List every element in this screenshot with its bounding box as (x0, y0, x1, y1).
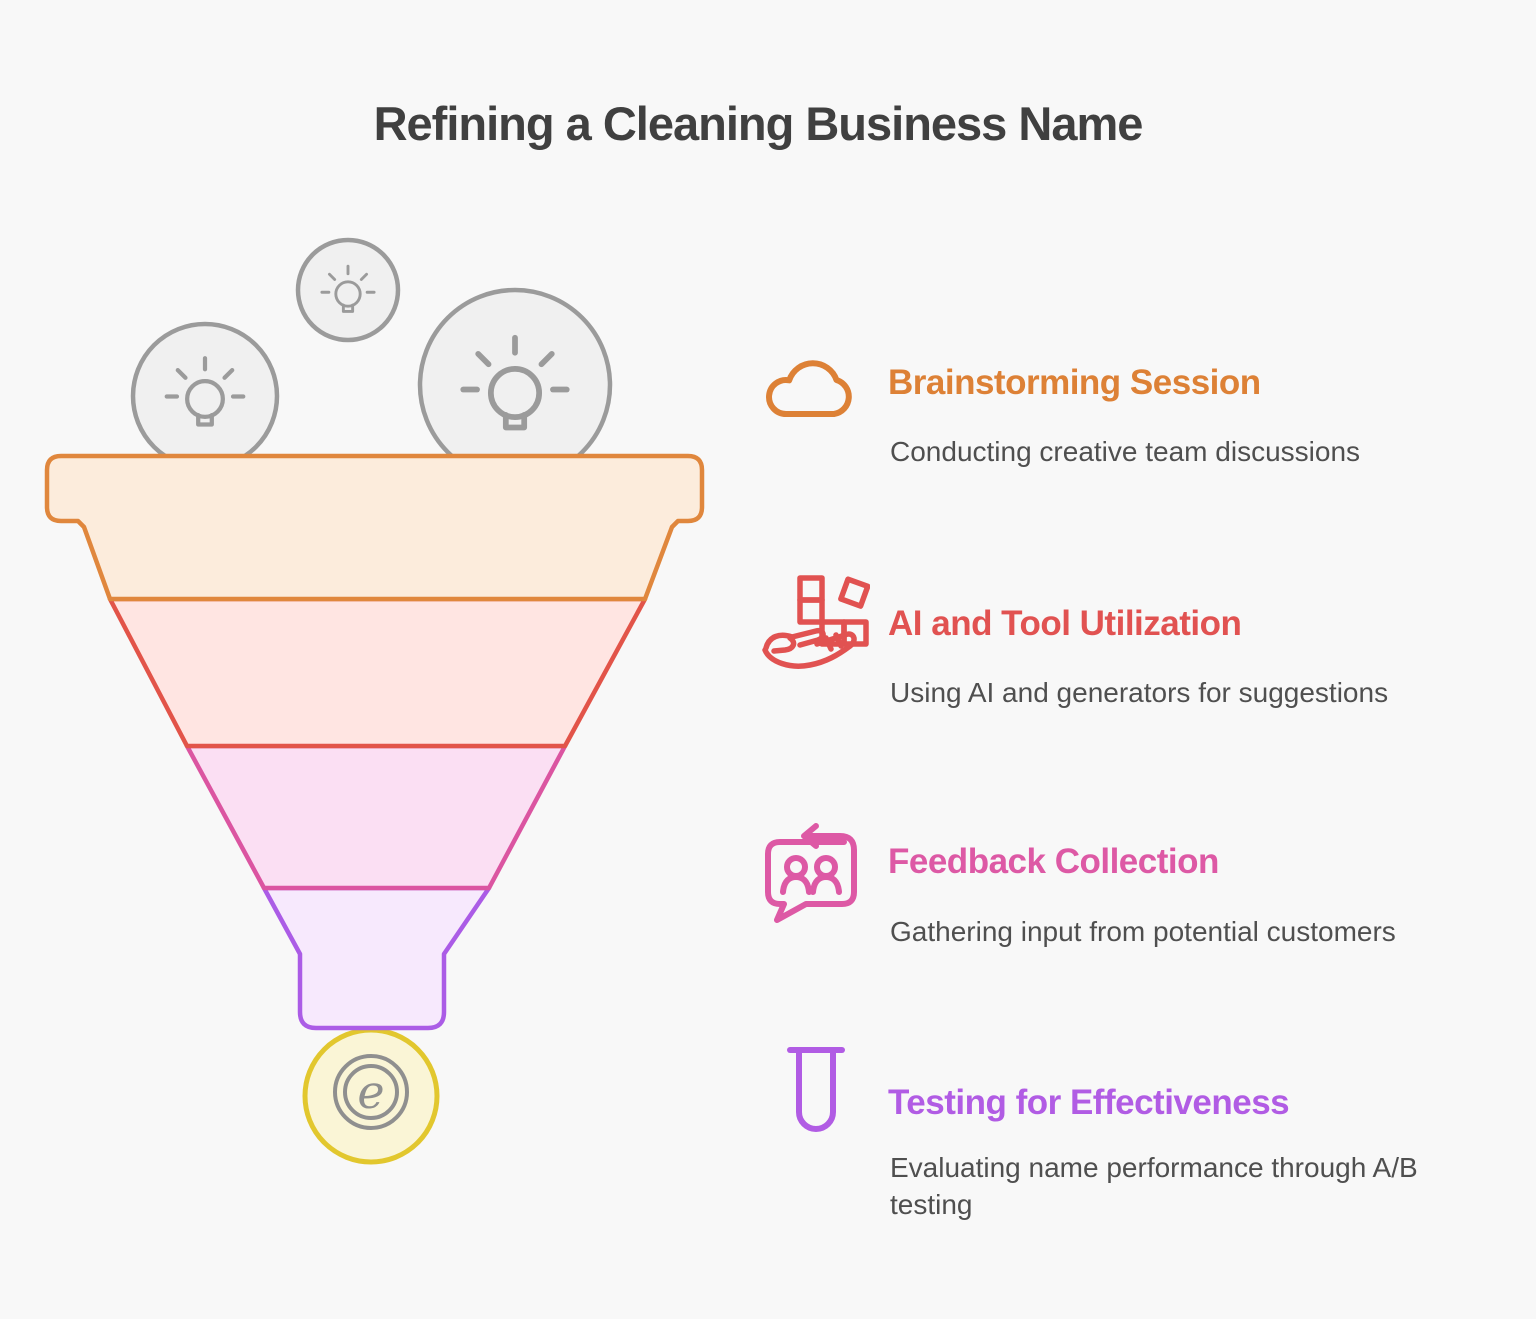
item-title: Feedback Collection (888, 842, 1219, 881)
lightbulb-icon (167, 358, 244, 424)
idea-bubble (295, 237, 401, 343)
lightbulb-icon (320, 264, 376, 313)
funnel-stage-4 (261, 885, 492, 1031)
legend-item-ai-tools: AI and Tool Utilization Using AI and gen… (760, 574, 1510, 814)
blocks-in-hand-icon (762, 575, 870, 669)
outlet-circle (302, 1027, 440, 1165)
item-description: Using AI and generators for suggestions (890, 677, 1389, 708)
test-tube-icon (787, 1047, 845, 1132)
legend-item-feedback: Feedback Collection Gathering input from… (760, 820, 1510, 1060)
idea-bubbles (130, 237, 613, 483)
feedback-chat-icon (765, 823, 857, 923)
item-description: Gathering input from potential customers (890, 916, 1396, 947)
item-title: Testing for Effectiveness (888, 1083, 1290, 1122)
funnel-stage-1 (44, 453, 705, 602)
item-title: Brainstorming Session (888, 363, 1261, 402)
legend-item-brainstorming: Brainstorming Session Conducting creativ… (760, 356, 1510, 596)
item-description: Conducting creative team discussions (890, 436, 1361, 467)
item-title: AI and Tool Utilization (888, 604, 1242, 643)
lightbulb-icon (463, 338, 567, 428)
idea-bubble (130, 321, 280, 471)
logo-ring (333, 1054, 409, 1130)
idea-bubble (417, 287, 613, 483)
legend-item-testing: Testing for Effectiveness Evaluating nam… (760, 1046, 1510, 1286)
logo-ring (343, 1064, 399, 1120)
funnel-stage-2 (107, 596, 648, 749)
cloud-icon (766, 360, 852, 417)
item-description: Evaluating name performance through A/B … (890, 1152, 1418, 1220)
page-title: Refining a Cleaning Business Name (373, 97, 1144, 150)
funnel-outlet-drop: e (302, 1027, 440, 1165)
funnel-stage-3 (184, 743, 568, 891)
logo-letter: e (357, 1065, 384, 1119)
